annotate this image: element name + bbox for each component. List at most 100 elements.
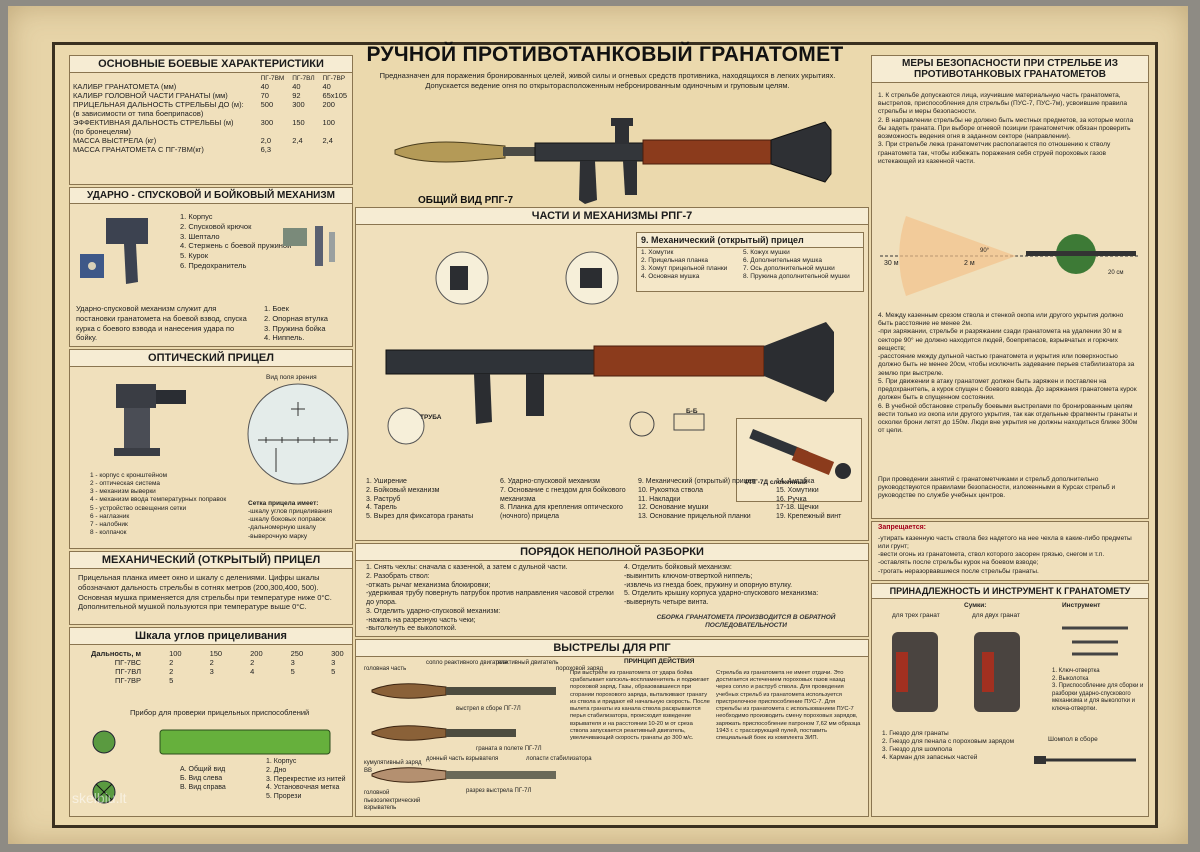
mech-sight-sub-panel: 9. Механический (открытый) прицел 1. Хом…	[636, 232, 864, 292]
mech-sight-text: Прицельная планка имеет окно и шкалу с д…	[78, 573, 332, 612]
table-row: (в зависимости от типа боеприпасов)	[73, 109, 204, 118]
angle-90: 90°	[980, 248, 990, 254]
tools-label: Инструмент	[1062, 602, 1101, 609]
disassembly-header: ПОРЯДОК НЕПОЛНОЙ РАЗБОРКИ	[356, 544, 868, 561]
rounds-panel: ВЫСТРЕЛЫ ДЛЯ РПГ ПРИНЦИП ДЕЙСТВИЯ головн…	[355, 639, 869, 817]
parts-panel: ЧАСТИ И МЕХАНИЗМЫ РПГ-7 9. Механический …	[355, 207, 869, 541]
safety-header: МЕРЫ БЕЗОПАСНОСТИ ПРИ СТРЕЛЬБЕ ИЗ ПРОТИВ…	[872, 56, 1148, 83]
forbidden-list: -утирать казенную часть ствола без надет…	[878, 534, 1132, 575]
cleaning-rod-drawing	[1034, 756, 1136, 764]
safety-list-2: 4. Между казенным срезом ствола и стенко…	[878, 312, 1138, 435]
distance-30m: 30 м	[884, 260, 899, 267]
specs-table: ПГ-7ВМ ПГ-7ВЛ ПГ-7ВР КАЛИБР ГРАНАТОМЕТА …	[70, 75, 352, 154]
intro-text: Предназначен для поражения бронированных…	[379, 71, 836, 90]
bags-label: Сумки:	[964, 602, 987, 609]
section-label: Б-Б	[686, 408, 698, 415]
table-row: ПРИЦЕЛЬНАЯ ДАЛЬНОСТЬ СТРЕЛЬБЫ ДО (м):500…	[73, 100, 335, 109]
trigger-header: УДАРНО - СПУСКОВОЙ И БОЙКОВЫЙ МЕХАНИЗМ	[70, 188, 352, 204]
field-of-view-label: Вид поля зрения	[266, 374, 317, 381]
round-caption-fuze-head: головной пьезоэлектрический взрыватель	[364, 790, 421, 811]
rounds-text-2: Стрельба из гранатомета не имеет отдачи.…	[716, 670, 861, 742]
firing-pin-drawing	[283, 226, 335, 266]
mech-sight-sub-header: 9. Механический (открытый) прицел	[637, 233, 863, 248]
watermark: skelbiu.lt	[72, 790, 127, 806]
disassembly-left: 1. Снять чехлы: сначала с казенной, а за…	[366, 564, 614, 633]
safety-list-1: 1. К стрельбе допускаются лица, изучивши…	[878, 92, 1134, 165]
safety-panel: МЕРЫ БЕЗОПАСНОСТИ ПРИ СТРЕЛЬБЕ ИЗ ПРОТИВ…	[871, 55, 1149, 519]
trigger-panel: УДАРНО - СПУСКОВОЙ И БОЙКОВЫЙ МЕХАНИЗМ 1…	[69, 187, 353, 347]
safety-note: При проведении занятий с гранатометчикам…	[878, 476, 1116, 500]
specs-col: ПГ-7ВЛ	[292, 75, 315, 82]
round-caption-fuze-base: донный часть взрывателя	[426, 756, 499, 762]
general-view-label: ОБЩИЙ ВИД РПГ-7	[418, 195, 514, 206]
reticle-items-list: Сетка прицела имеет:-шкалу углов прицели…	[248, 500, 333, 540]
mech-sight-header: МЕХАНИЧЕСКИЙ (ОТКРЫТЫЙ) ПРИЦЕЛ	[70, 552, 352, 569]
safety-zone-diagram	[880, 216, 1140, 296]
distance-2m: 2 м	[964, 260, 975, 267]
trigger-description: Ударно-спусковой механизм служит для пос…	[76, 304, 247, 343]
optic-panel: ОПТИЧЕСКИЙ ПРИЦЕЛ Вид поля зрения 1 - ко…	[69, 349, 353, 549]
round-caption-assembled: выстрел в сборе ПГ-7Л	[456, 706, 521, 712]
rpg7d-label: РПГ-7Д сложенный	[745, 479, 807, 486]
table-row: (по бронецелям)	[73, 127, 131, 136]
specs-col: ПГ-7ВМ	[260, 75, 285, 82]
checker-title: Прибор для проверки прицельных приспособ…	[130, 708, 310, 717]
specs-col: ПГ-7ВР	[322, 75, 346, 82]
rpg7-detail-drawing	[385, 251, 834, 445]
tools-drawing	[1062, 626, 1128, 656]
distance-20cm: 20 см	[1108, 270, 1124, 276]
parts-header: ЧАСТИ И МЕХАНИЗМЫ РПГ-7	[356, 208, 868, 225]
round-caption-head: головная часть	[364, 666, 407, 672]
round-caption-fins: лопасти стабилизатора	[526, 756, 592, 762]
disassembly-right: 4. Отделить бойковый механизм:-вывинтить…	[624, 564, 819, 606]
round-caption-flight: граната в полете ПГ-7Л	[476, 746, 542, 752]
optical-sight-drawing	[114, 384, 186, 456]
rpg7-general-view	[394, 118, 832, 204]
round-caption-engine: реактивный двигатель	[496, 660, 559, 666]
accessories-header: ПРИНАДЛЕЖНОСТЬ И ИНСТРУМЕНТ К ГРАНАТОМЕТ…	[872, 584, 1148, 599]
specs-header: ОСНОВНЫЕ БОЕВЫЕ ХАРАКТЕРИСТИКИ	[70, 56, 352, 73]
table-row: МАССА ГРАНАТОМЕТА С ПГ-7ВМ(кг)6,3	[73, 145, 272, 154]
round-caption-hollow: кумулятивный заряд ВВ	[364, 760, 422, 774]
rounds-drawing	[371, 683, 556, 783]
sight-checker-drawing	[92, 729, 331, 804]
forbidden-title: Запрещается:	[878, 524, 927, 531]
round-caption-nozzle: сопло реактивного двигателя	[426, 660, 508, 666]
round-caption-charge: пороховой заряд	[556, 666, 604, 672]
poster: РУЧНОЙ ПРОТИВОТАНКОВЫЙ ГРАНАТОМЕТ Предна…	[8, 6, 1188, 844]
bag3-label: для трех гранат	[892, 612, 940, 619]
tube-label: ТРУБА	[420, 414, 442, 421]
poster-frame: РУЧНОЙ ПРОТИВОТАНКОВЫЙ ГРАНАТОМЕТ Предна…	[52, 42, 1158, 828]
rod-label: Шомпол в сборе	[1048, 736, 1098, 743]
scale-header: Шкала углов прицеливания	[70, 628, 352, 645]
principle-title: ПРИНЦИП ДЕЙСТВИЯ	[624, 658, 695, 665]
reticle-view	[247, 383, 349, 485]
rpg7d-drawing	[749, 429, 851, 479]
round-caption-cutaway: разрез выстрела ПГ-7Л	[466, 788, 532, 794]
forbidden-panel: Запрещается: -утирать казенную часть ств…	[871, 521, 1149, 581]
grenade-bags-drawing	[892, 632, 1020, 712]
bag2-label: для двух гранат	[972, 612, 1020, 619]
mech-sight-panel: МЕХАНИЧЕСКИЙ (ОТКРЫТЫЙ) ПРИЦЕЛ Прицельна…	[69, 551, 353, 625]
